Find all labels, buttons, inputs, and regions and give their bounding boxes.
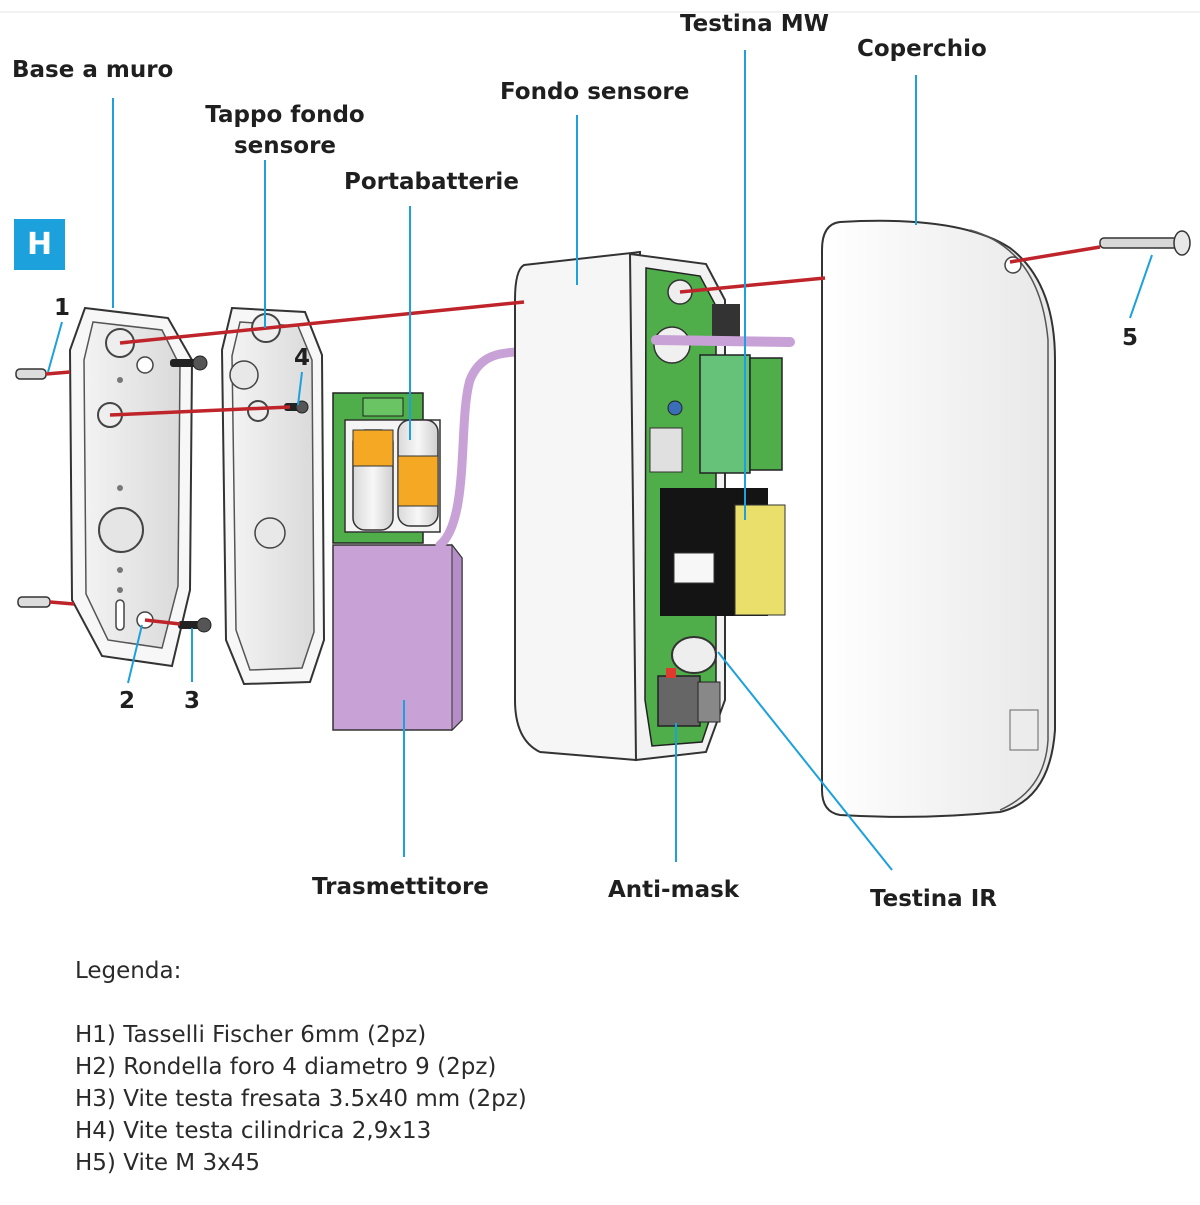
label-tappo-line1: Tappo fondo: [205, 102, 365, 128]
label-testina-ir: Testina IR: [870, 886, 997, 912]
screw-h3-bottom: [178, 617, 212, 633]
label-trasmettitore: Trasmettitore: [312, 874, 489, 900]
cover: [821, 219, 1056, 818]
legend-item: H1) Tasselli Fischer 6mm (2pz): [75, 1022, 427, 1048]
label-anti-mask: Anti-mask: [608, 877, 740, 903]
legend-item: H4) Vite testa cilindrica 2,9x13: [75, 1118, 432, 1144]
battery-holder: [332, 392, 441, 544]
sensor-bottom: [514, 250, 795, 762]
label-testina-mw: Testina MW: [680, 11, 829, 37]
callout-1: 1: [54, 295, 71, 321]
legend-item: H2) Rondella foro 4 diametro 9 (2pz): [75, 1054, 497, 1080]
label-fondo-sensore: Fondo sensore: [500, 79, 690, 105]
screw-h5: [1099, 230, 1191, 256]
section-badge: H: [14, 219, 65, 270]
callout-3: 3: [184, 688, 201, 714]
label-coperchio: Coperchio: [857, 36, 987, 62]
screw-h3-top: [170, 355, 208, 371]
callout-2: 2: [119, 688, 136, 714]
label-portabatterie: Portabatterie: [344, 169, 519, 195]
callout-4: 4: [294, 345, 311, 371]
callout-5: 5: [1122, 325, 1139, 351]
legend-item: H5) Vite M 3x45: [75, 1150, 260, 1176]
alignment-lines: [45, 245, 1101, 626]
label-tappo-line2: sensore: [233, 133, 337, 159]
screw-h1-top: [15, 368, 47, 380]
transmitter: [332, 347, 527, 732]
label-tappo-fondo-sensore: Tappo fondo sensore: [190, 100, 380, 162]
legend-title: Legenda:: [75, 958, 182, 984]
legend: Legenda: H1) Tasselli Fischer 6mm (2pz) …: [75, 955, 527, 1179]
screw-h1-bottom: [17, 596, 51, 608]
label-base-a-muro: Base a muro: [12, 57, 174, 83]
leader-lines: [47, 50, 1153, 871]
legend-item: H3) Vite testa fresata 3.5x40 mm (2pz): [75, 1086, 527, 1112]
